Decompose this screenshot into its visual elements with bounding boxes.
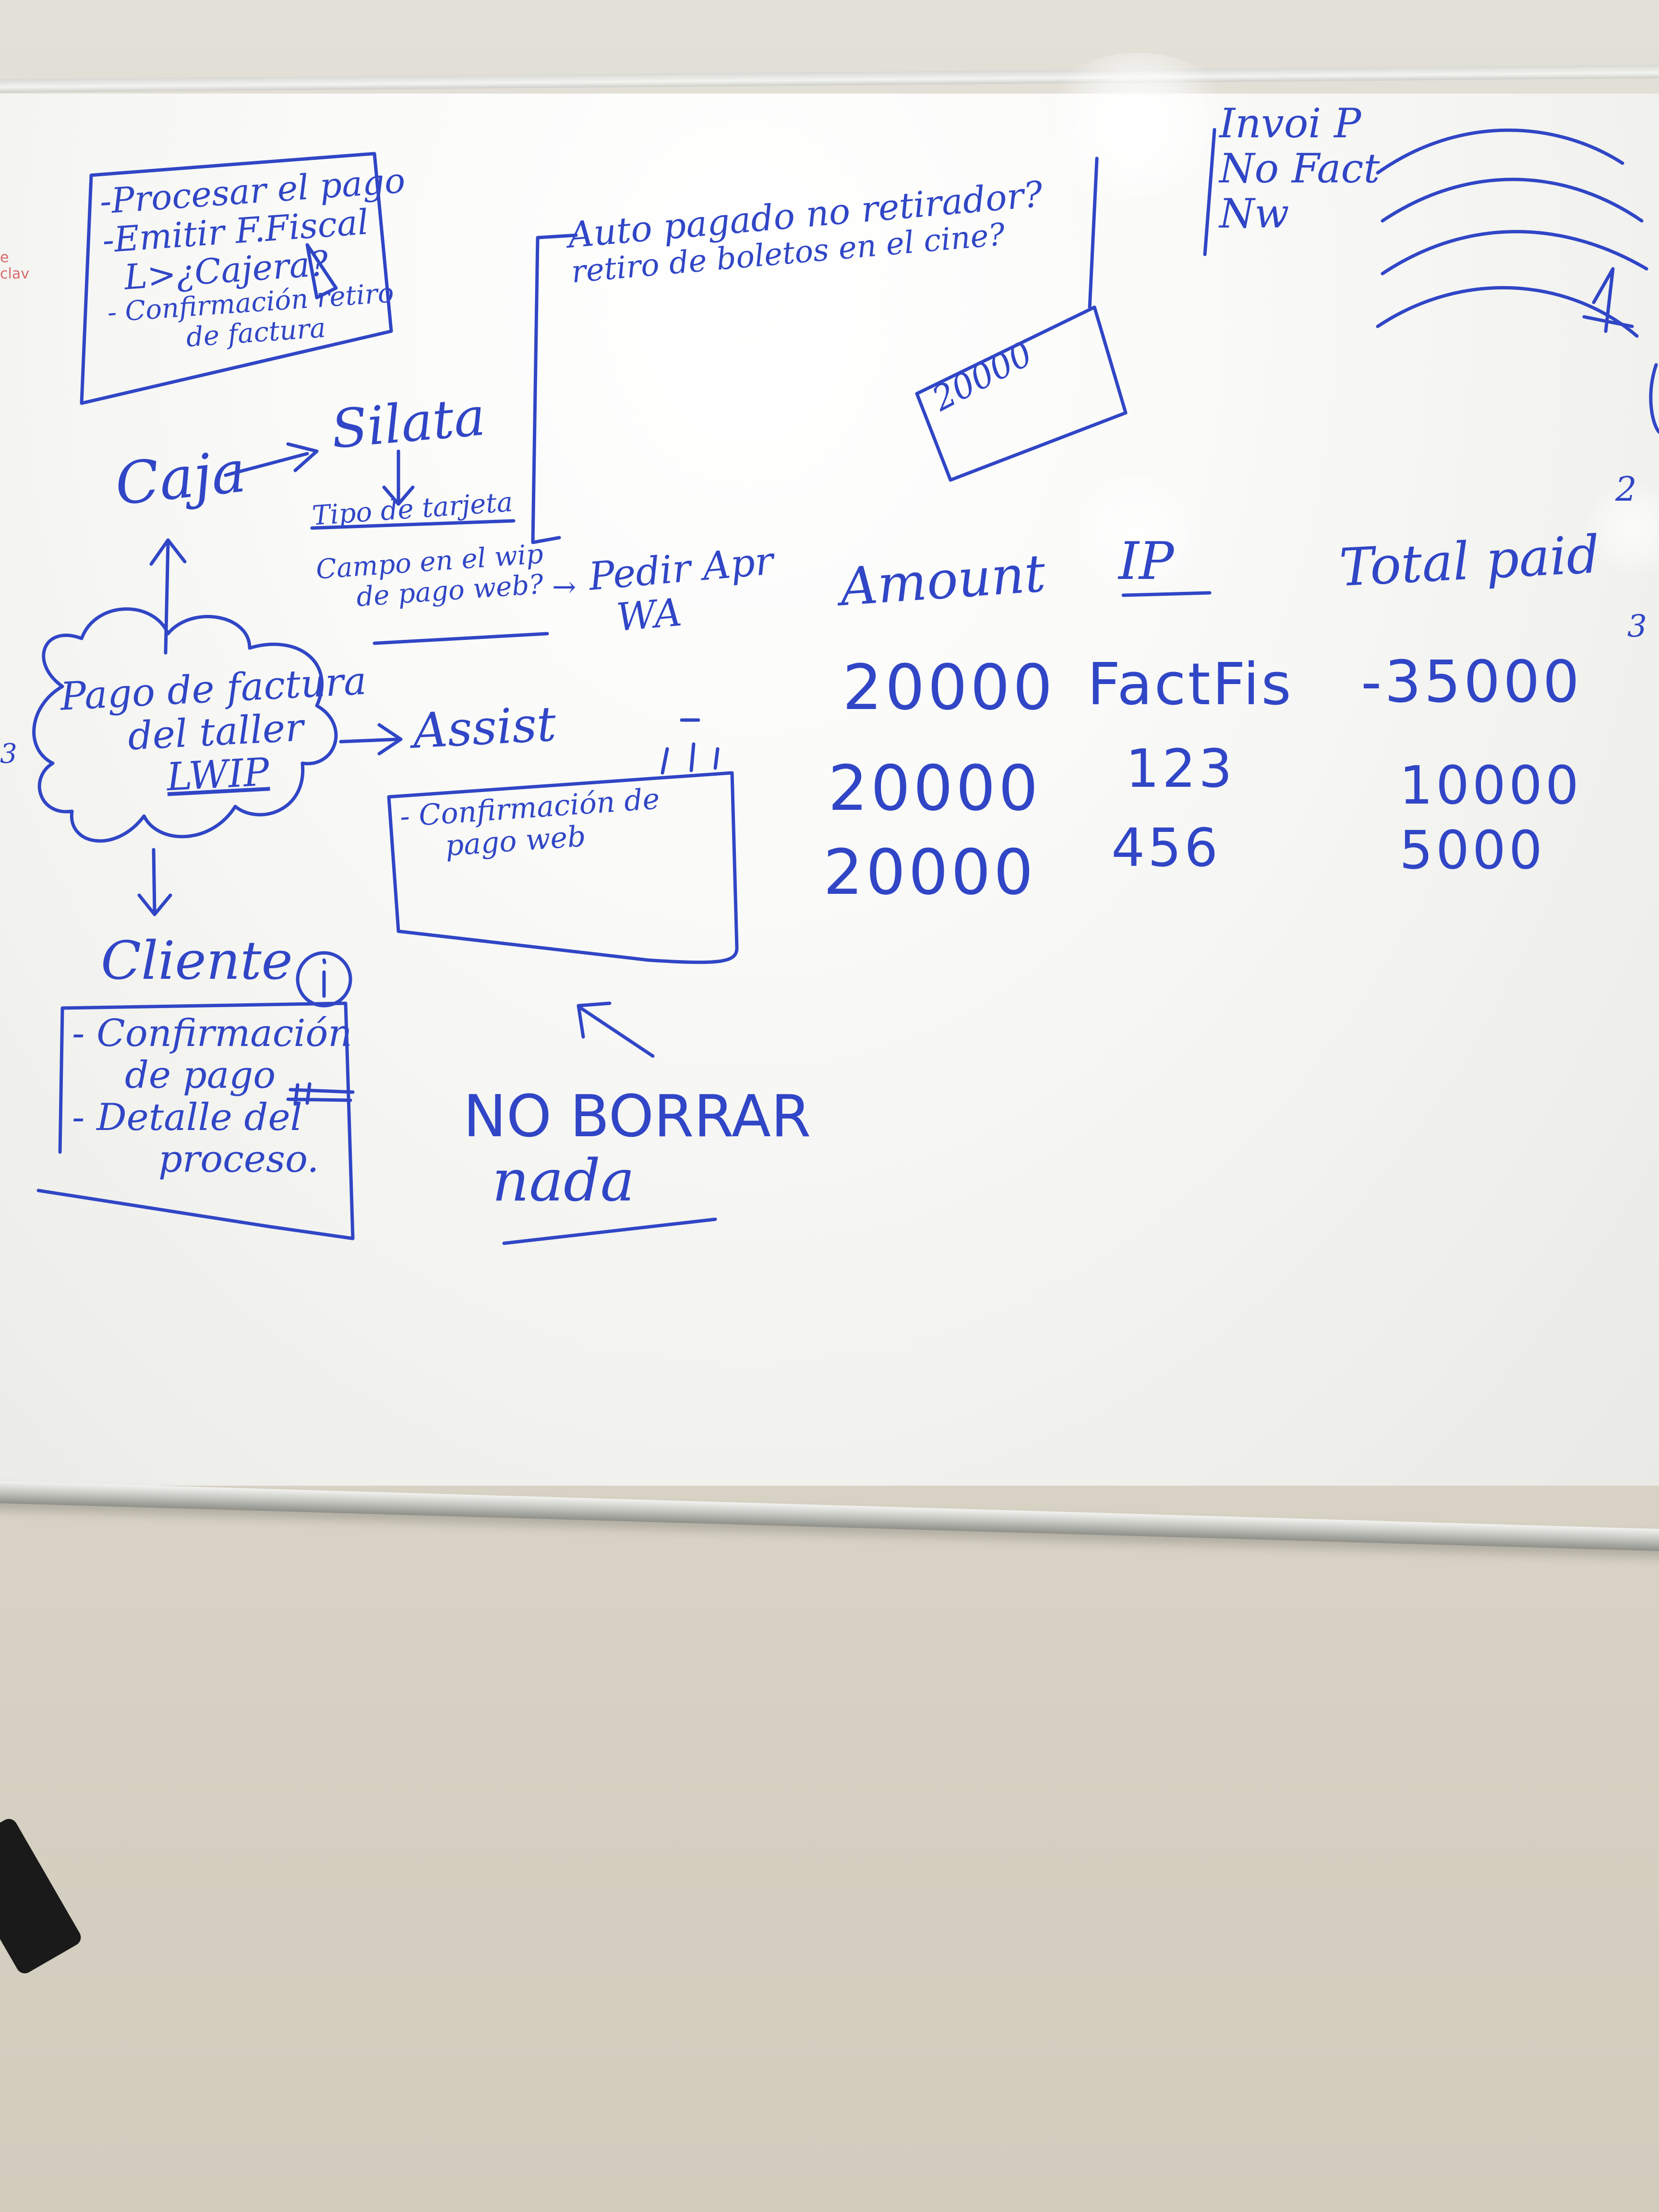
arc-1 — [1376, 128, 1624, 175]
info-circle-icon — [296, 951, 352, 1008]
table-cell: 10000 — [1399, 755, 1582, 816]
bracket-auto-pagado — [531, 233, 578, 544]
cliente-label: Cliente — [101, 930, 293, 991]
table-cell: 5000 — [1399, 819, 1545, 881]
table-cell: 123 — [1126, 738, 1235, 799]
caja-label: Caja — [112, 438, 249, 518]
divider-line — [1088, 156, 1099, 309]
edge-number: 3 — [0, 738, 17, 769]
arc-2 — [1381, 178, 1644, 223]
light-glare — [1066, 475, 1210, 590]
arc-3 — [1381, 230, 1648, 276]
scribble-label: Assist — [411, 696, 558, 759]
underline-nada — [502, 1217, 717, 1245]
warning-mark — [305, 243, 338, 300]
table-cell: 20000 — [828, 752, 1041, 825]
edge-number: 3 — [1627, 609, 1647, 644]
cliente-box — [36, 1001, 355, 1240]
right-bracket — [1203, 128, 1216, 256]
pedir-apr-note: Pedir Apr WA — [587, 538, 775, 640]
underline-campo — [373, 632, 549, 645]
edge-number: 2 — [1615, 469, 1637, 509]
arrow-no-borrar — [577, 1001, 655, 1058]
cross-mark — [1582, 267, 1634, 333]
arrow-silata-down — [382, 449, 415, 506]
silata-label: Silata — [328, 385, 488, 460]
web-box-figure — [661, 718, 720, 775]
table-cell: 20000 — [823, 836, 1036, 909]
arrow-cloud-cliente — [137, 848, 172, 916]
edge-curve — [1649, 363, 1659, 434]
sticker-box — [915, 305, 1128, 482]
table-cell: 456 — [1111, 817, 1221, 878]
web-box — [387, 771, 739, 964]
table-cell: 20000 — [842, 651, 1056, 724]
red-edge-text: e clav — [0, 249, 29, 282]
top-right-list: Invoi P No Fact Nw — [1219, 100, 1380, 238]
whiteboard — [0, 94, 1659, 1486]
top-left-box — [80, 152, 393, 405]
hash-mark — [286, 1082, 355, 1106]
light-glare — [1037, 53, 1238, 197]
arrow-caja-silata — [224, 442, 319, 477]
table-header-ip: IP — [1118, 531, 1174, 591]
table-cell: FactFis — [1087, 651, 1293, 718]
arrow-to-pedir: → — [552, 570, 577, 604]
cloud-outline — [32, 607, 338, 843]
ip-underline — [1121, 591, 1212, 597]
arrow-cloud-caja — [149, 538, 187, 655]
cliente-list: - Confirmación de pago - Detalle del pro… — [72, 1012, 352, 1181]
cloud-text: Pago de factura del taller LWIP — [59, 658, 368, 800]
underline-tipo — [310, 519, 516, 530]
no-borrar-note: NO BORRAR nada — [463, 1083, 811, 1215]
table-cell: -35000 — [1361, 649, 1583, 716]
light-glare — [1584, 480, 1659, 576]
arrow-cloud-right — [339, 723, 403, 756]
process-list: -Procesar el pago -Emitir F.Fiscal L>¿Ca… — [98, 160, 416, 359]
